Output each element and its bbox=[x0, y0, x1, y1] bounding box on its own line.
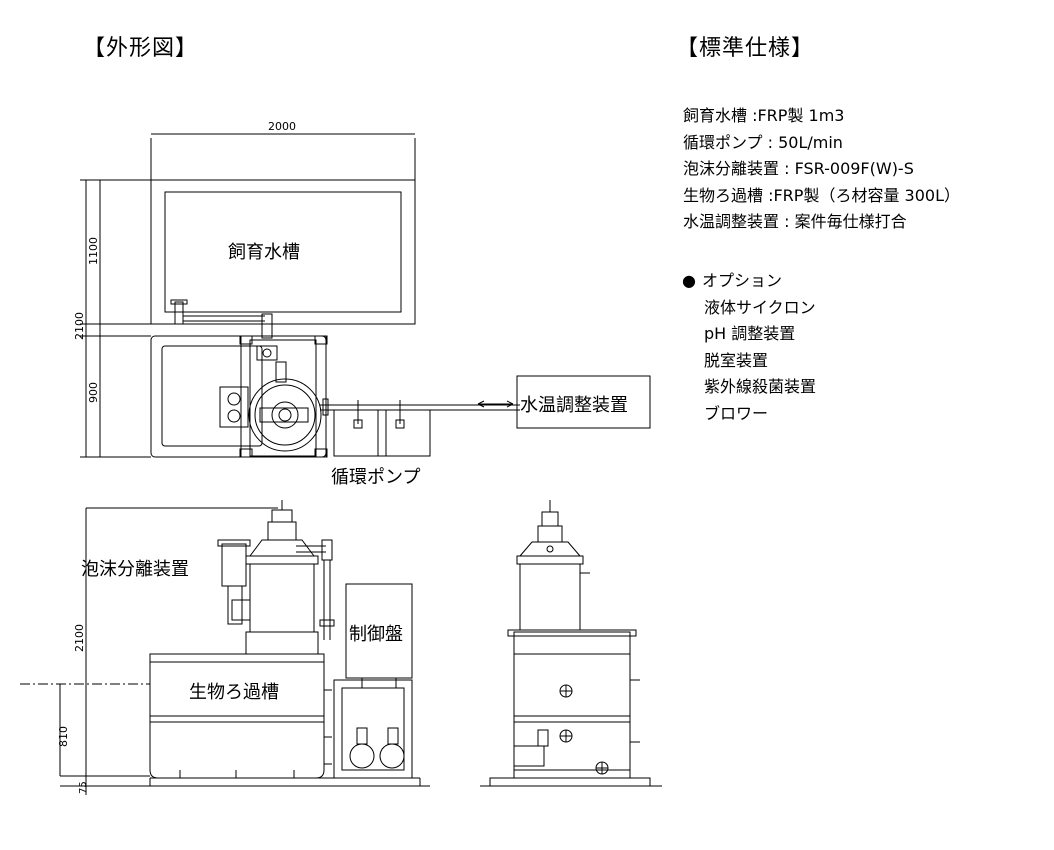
flow-arrow bbox=[477, 400, 514, 408]
spec-heading: 【標準仕様】 bbox=[676, 36, 815, 61]
temp-unit-label: 水温調整装置 bbox=[520, 395, 628, 416]
dim-2100-bottom-label: 2100 bbox=[73, 624, 86, 652]
foam-label: 泡沫分離装置 bbox=[81, 559, 189, 580]
option-item: pH 調整装置 bbox=[704, 324, 796, 343]
dim-2100-top-label: 2100 bbox=[73, 312, 86, 340]
option-item: 紫外線殺菌装置 bbox=[704, 377, 817, 396]
dim-75-label: 75 bbox=[78, 781, 89, 794]
rearing-tank: 飼育水槽 bbox=[150, 179, 416, 325]
control-panel-front: 制御盤 bbox=[333, 583, 413, 779]
spec-row-temp: 水温調整装置 : 案件毎仕様打合 bbox=[683, 212, 907, 231]
dim-width: 2000 bbox=[150, 120, 416, 180]
filter-top-view bbox=[150, 335, 520, 458]
dim-width-label: 2000 bbox=[268, 120, 296, 133]
dim-810-label: 810 bbox=[57, 726, 70, 747]
options-list: ● オプション 液体サイクロン pH 調整装置 脱室装置 紫外線殺菌装置 ブロワー bbox=[682, 268, 816, 427]
tank-piping bbox=[170, 299, 273, 339]
option-item: ブロワー bbox=[704, 403, 769, 423]
pump-label: 循環ポンプ bbox=[331, 467, 420, 488]
bullet-icon: ● bbox=[682, 271, 696, 290]
dim-vertical-top: 1100 2100 900 bbox=[73, 179, 151, 458]
option-item: 脱室装置 bbox=[704, 350, 769, 370]
spec-row-foam: 泡沫分離装置 : FSR-009F(W)-S bbox=[683, 159, 914, 178]
options-title: オプション bbox=[701, 271, 782, 290]
spec-row-pump: 循環ポンプ : 50L/min bbox=[683, 132, 843, 152]
spec-row-biofilter: 生物ろ過槽 :FRP製（ろ材容量 300L） bbox=[683, 185, 960, 205]
pump-top-view: 循環ポンプ bbox=[331, 400, 431, 488]
tank-label: 飼育水槽 bbox=[228, 242, 300, 263]
biofilter-front: 生物ろ過槽 bbox=[149, 653, 332, 779]
option-item: 液体サイクロン bbox=[704, 297, 816, 317]
outline-heading: 【外形図】 bbox=[83, 36, 199, 61]
side-view bbox=[480, 500, 662, 787]
control-label: 制御盤 bbox=[349, 624, 403, 645]
temp-unit: 水温調整装置 bbox=[516, 375, 651, 429]
front-dims: 2100 810 75 bbox=[20, 507, 278, 795]
foam-separator-front: 泡沫分離装置 bbox=[81, 500, 335, 655]
dim-1100-label: 1100 bbox=[87, 237, 100, 265]
biofilter-label: 生物ろ過槽 bbox=[189, 682, 279, 703]
dim-900-label: 900 bbox=[87, 382, 100, 403]
spec-row-tank: 飼育水槽 :FRP製 1m3 bbox=[683, 106, 845, 125]
spec-list: 飼育水槽 :FRP製 1m3 循環ポンプ : 50L/min 泡沫分離装置 : … bbox=[683, 103, 960, 236]
